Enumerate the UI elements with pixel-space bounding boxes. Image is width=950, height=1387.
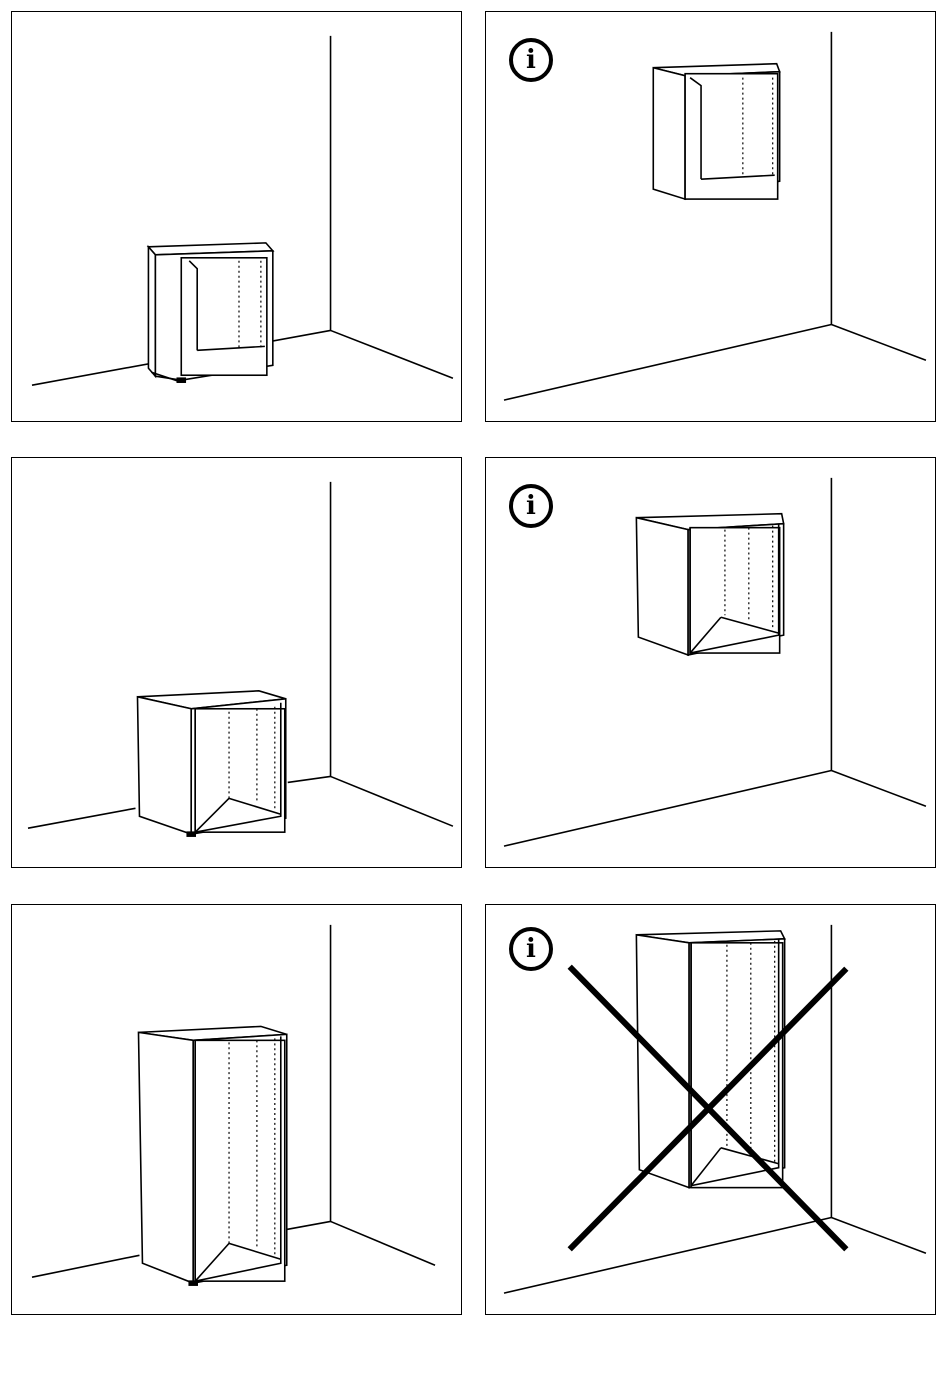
panel-floor-tall-cabinet	[11, 904, 462, 1315]
info-icon: i	[509, 484, 553, 528]
info-icon: i	[509, 927, 553, 971]
wall-tall-cabinet-prohibited-illustration	[486, 905, 935, 1314]
wall-cube-cabinet-illustration	[486, 458, 935, 867]
floor-low-cabinet-illustration	[12, 12, 461, 421]
floor-cube-cabinet-illustration	[12, 458, 461, 867]
wall-low-cabinet-illustration	[486, 12, 935, 421]
panel-floor-low-cabinet	[11, 11, 462, 422]
panel-wall-low-cabinet: i	[485, 11, 936, 422]
floor-tall-cabinet-illustration	[12, 905, 461, 1314]
info-symbol: i	[526, 47, 536, 73]
info-symbol: i	[526, 493, 536, 519]
panel-floor-cube-cabinet	[11, 457, 462, 868]
info-icon: i	[509, 38, 553, 82]
panel-wall-cube-cabinet: i	[485, 457, 936, 868]
info-symbol: i	[526, 936, 536, 962]
panel-wall-tall-cabinet-prohibited: i	[485, 904, 936, 1315]
